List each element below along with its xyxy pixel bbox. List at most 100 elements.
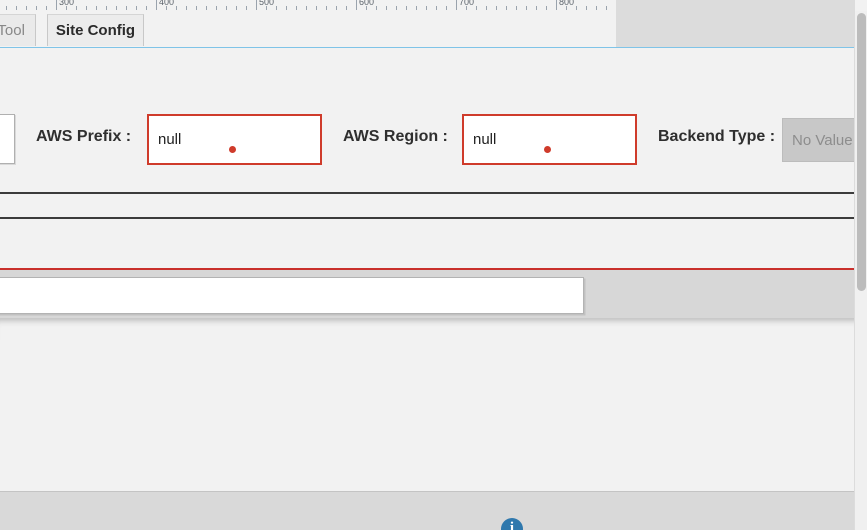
vertical-scrollbar[interactable] <box>854 11 867 530</box>
aws-prefix-input-value: null <box>158 131 182 148</box>
ruler-tick-minor <box>166 6 167 10</box>
ruler-tick-minor <box>416 6 417 10</box>
ruler-tick-minor <box>116 6 117 10</box>
ruler-tick-minor <box>426 6 427 10</box>
ruler-tick-minor <box>316 6 317 10</box>
ruler-tick-minor <box>366 6 367 10</box>
ruler-tick-minor <box>216 6 217 10</box>
ruler-tick-minor <box>506 6 507 10</box>
tab-site-config[interactable]: Site Config <box>47 14 144 46</box>
aws-prefix-input[interactable]: null <box>147 114 322 165</box>
ruler-tick-minor <box>536 6 537 10</box>
horizontal-ruler: 300 400 500 600 700 800 <box>0 0 867 11</box>
ruler-tick-minor <box>396 6 397 10</box>
band-middle <box>0 194 855 217</box>
aws-region-label: AWS Region : <box>343 128 448 145</box>
ruler-tick-minor <box>66 6 67 10</box>
backend-type-input-value: No Value <box>792 131 853 149</box>
tab-bar-dead-zone <box>616 11 867 47</box>
ruler-label: 800 <box>559 0 575 7</box>
ruler-tick-minor <box>136 6 137 10</box>
aws-region-input-value: null <box>473 131 497 148</box>
separator-line-2 <box>0 217 855 219</box>
ruler-tick-minor <box>36 6 37 10</box>
aws-prefix-label: AWS Prefix : <box>36 128 132 145</box>
ruler-tick-minor <box>126 6 127 10</box>
separator-line-red <box>0 268 855 270</box>
ruler-label: 500 <box>259 0 275 7</box>
content-canvas: AWS Prefix : null AWS Region : null Back… <box>0 48 867 530</box>
ruler-tick-minor <box>546 6 547 10</box>
ruler-tick-minor <box>76 6 77 10</box>
ruler-tick-minor <box>516 6 517 10</box>
ruler-label: 700 <box>459 0 475 7</box>
backend-type-input[interactable]: No Value <box>782 118 866 162</box>
ruler-tick-minor <box>146 6 147 10</box>
ruler-tick-minor <box>6 6 7 10</box>
info-badge-icon[interactable]: i <box>501 518 523 530</box>
ruler-tick-minor <box>186 6 187 10</box>
ruler-tick-minor <box>496 6 497 10</box>
ruler-tick-minor <box>386 6 387 10</box>
aws-prefix-error-dot-icon <box>229 146 236 153</box>
ruler-tick-minor <box>106 6 107 10</box>
ruler-dead-zone <box>616 0 867 11</box>
ruler-tick-minor <box>346 6 347 10</box>
clipped-text-input[interactable] <box>0 114 15 164</box>
ruler-tick-minor <box>226 6 227 10</box>
ruler-tick-minor <box>176 6 177 10</box>
ruler-tick-minor <box>596 6 597 10</box>
ruler-tick-minor <box>96 6 97 10</box>
ruler-tick-minor <box>306 6 307 10</box>
ruler-tick-minor <box>26 6 27 10</box>
aws-region-error-dot-icon <box>544 146 551 153</box>
ruler-track <box>0 0 616 11</box>
ruler-tick-major <box>556 0 557 10</box>
ruler-tick-minor <box>206 6 207 10</box>
panel-shadow-strip <box>0 318 855 341</box>
ruler-tick-minor <box>576 6 577 10</box>
ruler-tick-minor <box>16 6 17 10</box>
ruler-tick-minor <box>606 6 607 10</box>
lower-text-input[interactable] <box>0 277 584 314</box>
scrollbar-corner <box>855 0 867 11</box>
ruler-tick-minor <box>406 6 407 10</box>
ruler-tick-minor <box>296 6 297 10</box>
vertical-scrollbar-thumb[interactable] <box>857 13 866 291</box>
status-bar: i <box>0 491 855 530</box>
ruler-tick-minor <box>246 6 247 10</box>
aws-region-input[interactable]: null <box>462 114 637 165</box>
ruler-label: 300 <box>59 0 75 7</box>
info-badge-glyph: i <box>509 520 515 530</box>
ruler-tick-minor <box>86 6 87 10</box>
band-lower <box>0 219 855 268</box>
ruler-tick-minor <box>276 6 277 10</box>
config-form-row: AWS Prefix : null AWS Region : null Back… <box>0 48 866 192</box>
ruler-tick-minor <box>266 6 267 10</box>
tab-bar: y Tool Site Config <box>0 11 867 48</box>
ruler-tick-minor <box>376 6 377 10</box>
ruler-tick-minor <box>566 6 567 10</box>
ruler-tick-minor <box>486 6 487 10</box>
ruler-tick-minor <box>476 6 477 10</box>
ruler-label: 400 <box>159 0 175 7</box>
ruler-tick-minor <box>46 6 47 10</box>
ruler-tick-minor <box>466 6 467 10</box>
tab-site-config-label: Site Config <box>55 22 136 39</box>
tab-previous-tool[interactable]: y Tool <box>0 14 36 46</box>
ruler-tick-major <box>156 0 157 10</box>
tab-previous-tool-label: y Tool <box>0 22 25 39</box>
empty-body-area <box>0 340 855 491</box>
separator-line-1 <box>0 192 855 194</box>
ruler-tick-major <box>56 0 57 10</box>
ruler-tick-minor <box>236 6 237 10</box>
ruler-label: 600 <box>359 0 375 7</box>
ruler-tick-minor <box>336 6 337 10</box>
ruler-tick-minor <box>326 6 327 10</box>
ruler-tick-minor <box>196 6 197 10</box>
ruler-tick-minor <box>586 6 587 10</box>
backend-type-label: Backend Type : <box>658 128 776 145</box>
ruler-tick-minor <box>526 6 527 10</box>
ruler-tick-major <box>256 0 257 10</box>
ruler-tick-minor <box>446 6 447 10</box>
